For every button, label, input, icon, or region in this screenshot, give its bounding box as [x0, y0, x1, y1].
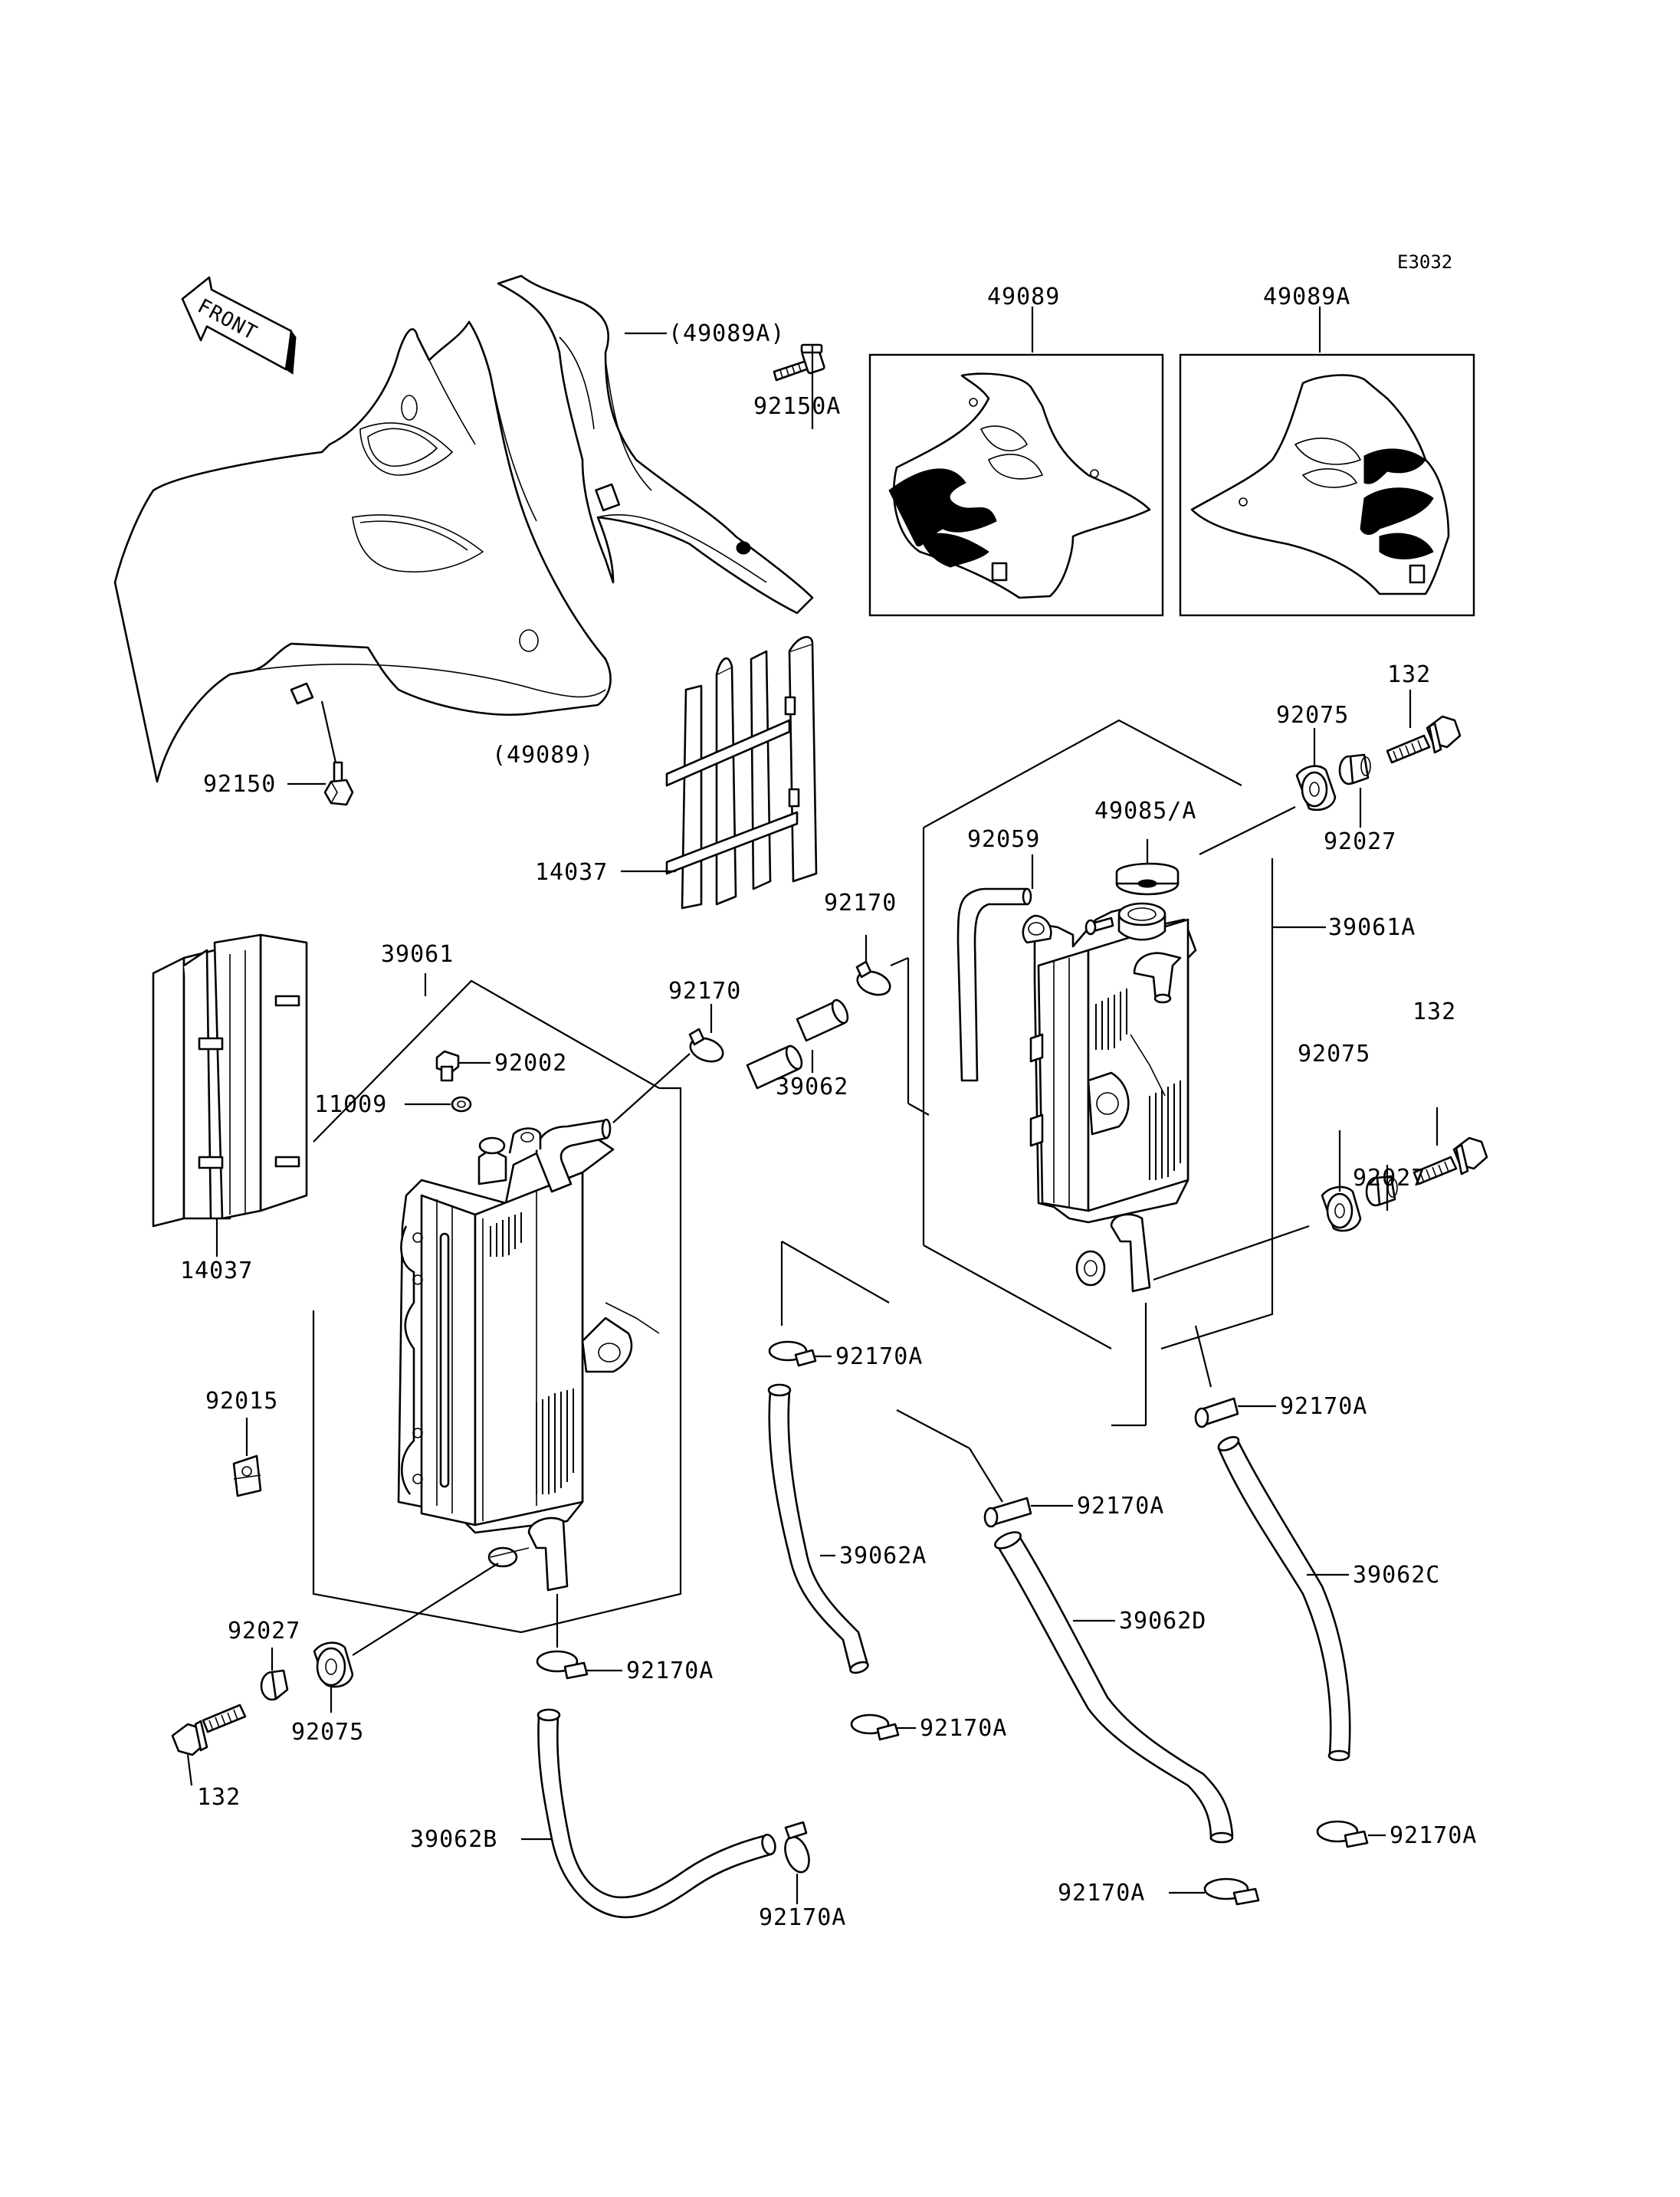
- drain-plug-92002: [435, 1050, 460, 1082]
- radiator-right: [1022, 902, 1197, 1293]
- clamp-92170A-5: [1194, 1397, 1239, 1428]
- bolt-132-lower: [171, 1703, 247, 1756]
- clamp-92170A-1: [768, 1340, 817, 1367]
- label-14037-top: 14037: [535, 859, 608, 886]
- clamp-92170-lower: [688, 1028, 724, 1063]
- collar-92027-mid: [1365, 1175, 1398, 1207]
- radiator-shroud-inner: [497, 274, 814, 615]
- label-92075-bot: 92075: [291, 1719, 364, 1746]
- label-92150: 92150: [203, 771, 276, 798]
- label-49089A-paren: (49089A): [668, 320, 786, 347]
- grommet-92075-upper: [1295, 765, 1337, 812]
- radiator-grille-upper: [665, 636, 818, 910]
- clamp-92170A-4: [1203, 1877, 1260, 1906]
- label-49085A: 49085/A: [1094, 798, 1196, 825]
- bolt-92150: [323, 761, 354, 806]
- label-92170-a: 92170: [824, 890, 897, 917]
- label-92170A-1: 92170A: [835, 1343, 923, 1370]
- hose-39062A: [767, 1383, 869, 1674]
- label-92170A-7: 92170A: [759, 1904, 846, 1931]
- label-39062B: 39062B: [410, 1826, 497, 1853]
- shroud-decal-right: [888, 372, 1151, 599]
- label-132-top: 132: [1387, 661, 1431, 688]
- label-49089-paren: (49089): [492, 742, 594, 769]
- hose-39062B: [536, 1708, 776, 1919]
- hose-39062C: [1217, 1436, 1351, 1762]
- label-92170A-4: 92170A: [626, 1658, 714, 1684]
- label-92170A-8: 92170A: [1058, 1880, 1145, 1907]
- radiator-shroud-left: [113, 320, 612, 783]
- label-92075-mid: 92075: [1298, 1041, 1370, 1067]
- gasket-11009: [451, 1096, 472, 1113]
- breather-hose-92059: [956, 887, 1032, 1082]
- grommet-92075-lower: [313, 1641, 354, 1688]
- bolt-132-mid: [1413, 1136, 1488, 1185]
- hose-39062: [746, 998, 849, 1090]
- label-39062D: 39062D: [1119, 1608, 1206, 1635]
- grommet-92075-mid: [1321, 1185, 1362, 1232]
- label-49089-box: 49089: [987, 284, 1060, 310]
- label-92170A-2: 92170A: [1280, 1393, 1367, 1420]
- label-39062C: 39062C: [1353, 1562, 1440, 1589]
- radiator-cap-49085A: [1115, 862, 1180, 896]
- label-92027-mid: 92027: [1353, 1165, 1426, 1192]
- label-39062A: 39062A: [839, 1543, 927, 1569]
- clamp-92170-upper: [855, 960, 891, 996]
- label-39062: 39062: [776, 1074, 848, 1100]
- diagram-code: E3032: [1397, 251, 1452, 273]
- label-39061A: 39061A: [1328, 914, 1416, 941]
- label-92150A: 92150A: [753, 393, 841, 420]
- clamp-92170A-3: [983, 1497, 1032, 1528]
- clamp-92170A-6: [1316, 1820, 1369, 1848]
- label-39061: 39061: [381, 941, 454, 968]
- label-92059: 92059: [967, 826, 1040, 853]
- label-92002: 92002: [494, 1050, 567, 1077]
- label-14037-left: 14037: [180, 1258, 253, 1284]
- shroud-decal-left: [1190, 374, 1450, 595]
- label-92027-bot: 92027: [228, 1618, 300, 1644]
- label-49089A-box: 49089A: [1263, 284, 1350, 310]
- label-92015: 92015: [205, 1388, 278, 1415]
- clamp-92170A-2: [850, 1713, 900, 1741]
- label-92170A-5: 92170A: [920, 1715, 1007, 1742]
- label-92027-top: 92027: [1324, 828, 1396, 855]
- collar-92027-lower: [260, 1669, 289, 1701]
- clamp-92170A-8: [784, 1821, 810, 1874]
- hose-39062D: [994, 1531, 1234, 1844]
- label-92170A-6: 92170A: [1390, 1822, 1477, 1849]
- front-arrow-icon: FRONT: [181, 276, 297, 375]
- bolt-92150A: [773, 343, 825, 382]
- label-92170-b: 92170: [668, 978, 741, 1005]
- collar-92027-upper: [1338, 753, 1371, 785]
- label-11009: 11009: [314, 1091, 387, 1118]
- label-132-mid: 132: [1413, 998, 1456, 1025]
- clip-92015: [232, 1454, 262, 1497]
- label-132-bot: 132: [197, 1784, 241, 1811]
- bolt-132-upper: [1386, 715, 1462, 764]
- label-92170A-3: 92170A: [1077, 1493, 1164, 1520]
- radiator-grille-left: [152, 933, 308, 1228]
- label-92075-top: 92075: [1276, 702, 1349, 729]
- radiator-left: [397, 1118, 660, 1592]
- clamp-92170A-7: [536, 1650, 589, 1680]
